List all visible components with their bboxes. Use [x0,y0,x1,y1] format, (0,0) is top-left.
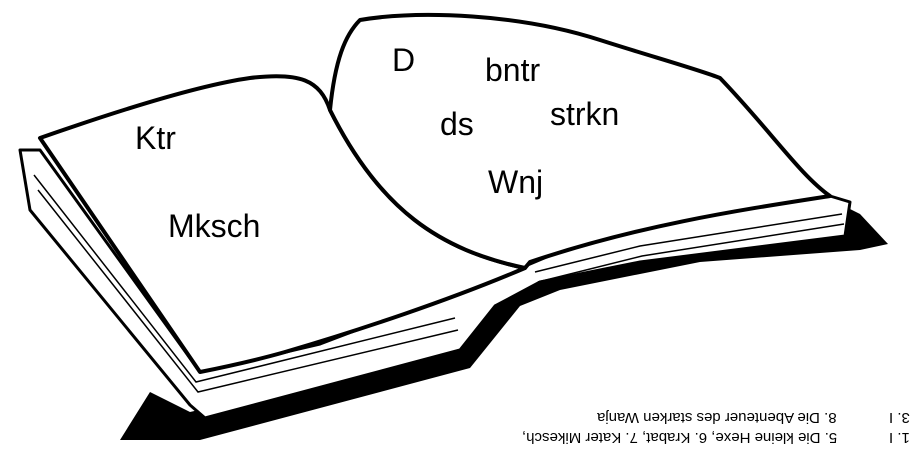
right-page-word-2: bntr [485,52,541,88]
right-page-word-4: strkn [550,96,620,132]
right-page-word-5: Wnj [488,164,544,200]
answer-edge-a: 1. I [889,429,910,446]
book-shadow [120,198,888,440]
book-spine [328,109,526,270]
answer-line-a: 5. Die kleine Hexe, 6. Krabat, 7. Kater … [521,429,837,446]
book-page-edge-lines [33,174,845,393]
answer-line-b: 8. Die Abenteuer des starken Wanja [597,409,837,426]
left-page-word-1: Ktr [135,120,176,156]
left-page-word-2: Mksch [168,208,261,244]
right-page-word-3: ds [440,106,474,142]
answer-edge-b: 3. I [889,409,910,426]
right-page-word-1: D [392,42,416,78]
